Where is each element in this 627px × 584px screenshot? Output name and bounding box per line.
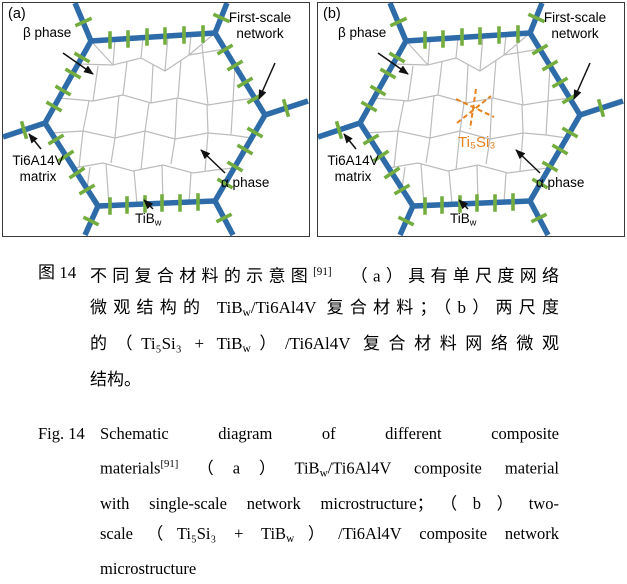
caption-text: 结构。 bbox=[90, 370, 141, 390]
tib-sub: w bbox=[319, 467, 328, 480]
label-matrix: Ti6A14V matrix bbox=[320, 153, 386, 185]
tib-base: TiB bbox=[135, 211, 155, 226]
panel-a-tag: (a) bbox=[8, 6, 26, 22]
caption-en-line3: with single-scale network microstructure… bbox=[100, 489, 559, 519]
label-beta-phase: β phase bbox=[338, 25, 387, 40]
caption-text: Schematic diagram of different composite bbox=[100, 424, 559, 444]
caption-zh-line2: 微观结构的 TiBw/Ti6Al4V 复合材料；（b）两尺度 bbox=[90, 292, 559, 328]
caption-text: materials bbox=[100, 458, 161, 478]
caption-zh-label: 图 14 bbox=[38, 263, 77, 282]
ti5si3-dashed-marks bbox=[455, 88, 495, 130]
label-matrix-line2: matrix bbox=[334, 168, 372, 184]
panel-b-tag: (b) bbox=[323, 6, 341, 22]
tib-sub: w bbox=[242, 305, 251, 319]
panel-b-diagram bbox=[318, 3, 624, 236]
caption-text: （a）TiB bbox=[178, 458, 320, 478]
label-matrix-line2: matrix bbox=[19, 168, 57, 184]
caption-text: /Ti6Al4V composite material bbox=[327, 458, 559, 478]
label-alpha-phase: α phase bbox=[536, 175, 585, 190]
tib-sub: w bbox=[154, 217, 162, 228]
caption-text: with single-scale network microstructure… bbox=[100, 493, 559, 513]
citation-ref: [91] bbox=[313, 266, 332, 278]
label-matrix: Ti6A14V matrix bbox=[5, 153, 71, 185]
tib-base: TiB bbox=[450, 211, 470, 226]
citation-ref: [91] bbox=[160, 458, 179, 471]
caption-text: /Ti6Al4V 复合材料；（b）两尺度 bbox=[250, 297, 559, 317]
figure-panels: (a) β phase First-scale network Ti6A14V … bbox=[0, 0, 627, 239]
caption-en-label: Fig. 14 bbox=[38, 424, 85, 444]
caption-text: ）/Ti6Al4V composite network bbox=[294, 523, 559, 543]
label-matrix-line1: Ti6A14V bbox=[12, 153, 64, 168]
panel-b: (b) β phase First-scale network Ti6A14V … bbox=[317, 2, 625, 237]
caption-text: （a）具有单尺度网络 bbox=[331, 266, 560, 286]
caption-en-line4: scale（Ti₅Si₃ + TiBw）/Ti6Al4V composite n… bbox=[100, 519, 559, 554]
caption-zh-line1: 不同复合材料的示意图[91] （a）具有单尺度网络 bbox=[90, 257, 559, 292]
tib-sub: w bbox=[242, 342, 251, 356]
label-alpha-phase: α phase bbox=[221, 175, 270, 190]
caption-zh: 图 14 不同复合材料的示意图[91] （a）具有单尺度网络 微观结构的 TiB… bbox=[38, 257, 559, 395]
label-first-scale-line2: network bbox=[551, 25, 599, 41]
caption-en-line1: Schematic diagram of different composite bbox=[100, 419, 559, 449]
label-tib-whisker: TiBw bbox=[450, 211, 476, 228]
label-first-scale-network: First-scale network bbox=[215, 10, 305, 42]
caption-text: 不同复合材料的示意图 bbox=[90, 266, 314, 286]
caption-text: scale（Ti₅Si₃ + TiB bbox=[100, 523, 287, 543]
caption-en-line2: materials[91]（a）TiBw/Ti6Al4V composite m… bbox=[100, 449, 559, 489]
caption-zh-line3: 的（Ti₅Si₃ + TiBw）/Ti6Al4V 复合材料网络微观 bbox=[90, 328, 559, 364]
label-first-scale-line1: First-scale bbox=[543, 10, 607, 25]
caption-zh-line4: 结构。 bbox=[90, 364, 559, 395]
label-beta-phase: β phase bbox=[23, 25, 72, 40]
tib-sub: w bbox=[469, 217, 477, 228]
panel-a: (a) β phase First-scale network Ti6A14V … bbox=[2, 2, 310, 237]
label-first-scale-line1: First-scale bbox=[228, 10, 292, 25]
tib-sub: w bbox=[286, 532, 295, 545]
caption-en-line5: microstructure bbox=[100, 554, 559, 584]
caption-text: microstructure bbox=[100, 558, 197, 578]
label-ti5si3: Ti₅Si₃ bbox=[458, 134, 496, 151]
caption-text: 微观结构的 TiB bbox=[90, 297, 243, 317]
label-matrix-line1: Ti6A14V bbox=[327, 153, 379, 168]
label-tib-whisker: TiBw bbox=[135, 211, 161, 228]
label-first-scale-line2: network bbox=[236, 25, 284, 41]
label-first-scale-network: First-scale network bbox=[530, 10, 620, 42]
caption-en: Fig. 14 Schematic diagram of different c… bbox=[38, 419, 559, 584]
caption-text: 的（Ti₅Si₃ + TiB bbox=[90, 333, 243, 353]
caption-text: ）/Ti6Al4V 复合材料网络微观 bbox=[250, 333, 560, 353]
